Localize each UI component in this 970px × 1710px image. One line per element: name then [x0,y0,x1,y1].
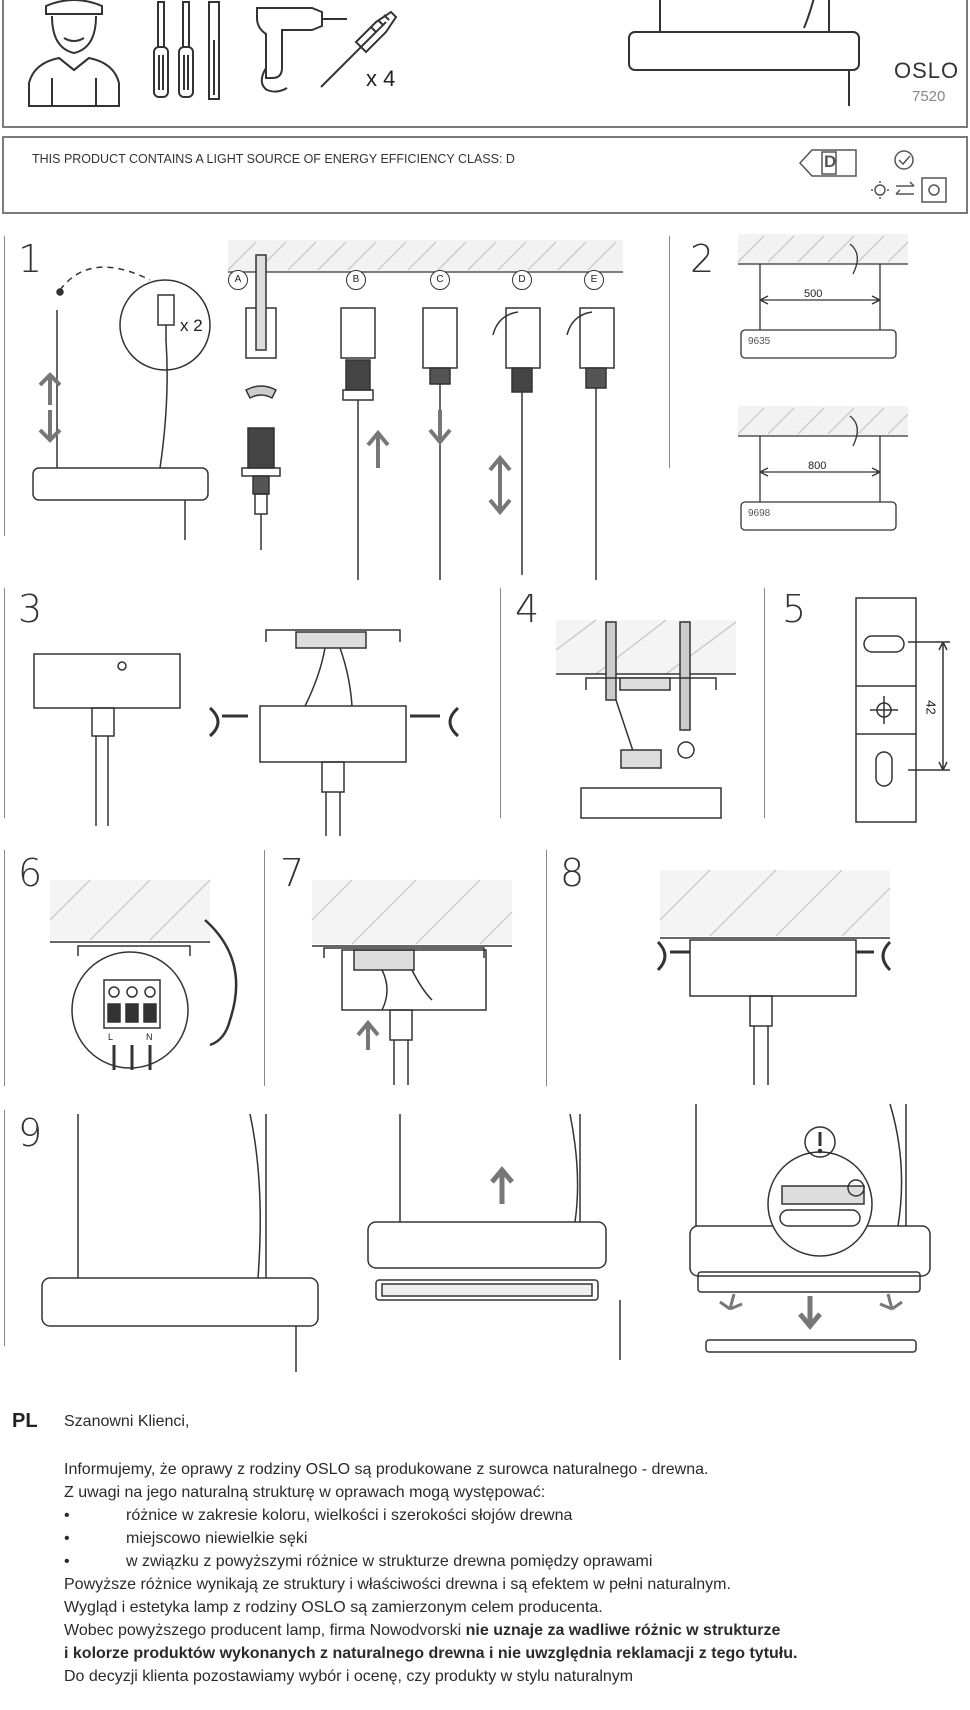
divider [546,850,547,1086]
product-code: 7520 [912,88,946,105]
step6-wiring-diagram [49,879,238,1070]
bullet-dot: • [64,1530,70,1547]
step6-terminal-n: N [146,1032,153,1042]
paragraph-5-normal: Wobec powyższego producent lamp, firma N… [64,1622,466,1639]
greeting: Szanowni Klienci, [64,1413,190,1430]
divider [4,588,5,818]
paragraph-6: i kolorze produktów wykonanych z natural… [64,1645,798,1662]
step-number-3: 3 [18,587,43,631]
step3-diagram [33,629,460,836]
step2-code-b: 9698 [748,508,771,519]
bullet-item: w związku z powyższymi różnice w struktu… [126,1553,653,1570]
energy-class-letter: D [824,152,837,171]
light-settings-icon [871,150,947,203]
paragraph-4: Wygląd i estetyka lamp z rodziny OSLO są… [64,1599,603,1616]
divider [764,588,765,818]
step2-code-a: 9635 [748,336,771,347]
paragraph-7: Do decyzji klienta pozostawiamy wybór i … [64,1668,634,1685]
header-frame: x 4 OSLO 7520 [2,0,968,128]
language-code: PL [12,1410,38,1432]
bullet-item: miejscowo niewielkie sęki [126,1530,308,1547]
paragraph-5: Wobec powyższego producent lamp, firma N… [64,1619,780,1642]
energy-notice: THIS PRODUCT CONTAINS A LIGHT SOURCE OF … [32,152,515,166]
screw-anchor-icon [320,10,398,88]
step-number-6: 6 [18,851,43,895]
paragraph-3: Powyższe różnice wynikają ze struktury i… [64,1576,731,1593]
divider [4,850,5,1086]
step1-variant-d: D [512,270,532,290]
step-number-4: 4 [515,587,540,631]
energy-frame: THIS PRODUCT CONTAINS A LIGHT SOURCE OF … [2,136,968,214]
bullet-dot: • [64,1553,70,1570]
step5-bracket-diagram [855,597,950,823]
bullet-dot: • [64,1507,70,1524]
bullet-item: różnice w zakresie koloru, wielkości i s… [126,1507,573,1524]
step9-diagram [41,1103,931,1372]
divider [264,850,265,1086]
step1-variant-e: E [584,270,604,290]
divider [500,588,501,818]
step-number-7: 7 [280,851,305,895]
drill-icon [256,7,347,93]
step6-terminal-l: L [108,1032,114,1042]
step2-dimension-b: 800 [808,460,827,472]
step-number-5: 5 [782,587,807,631]
step4-diagram [555,619,737,819]
step1-multiplier: x 2 [180,316,203,335]
step2-diagram [737,234,909,531]
screw-count: x 4 [366,66,396,91]
energy-label-icon [798,149,857,177]
step1-overview-diagram [32,266,211,540]
step7-diagram [311,879,513,1085]
step1-variant-a: A [228,270,248,290]
step-number-1: 1 [18,237,43,281]
step1-variant-c: C [430,270,450,290]
step1-ceiling [227,240,623,273]
divider [669,236,670,468]
divider [4,1110,5,1346]
paragraph-2: Z uwagi na jego naturalną strukturę w op… [64,1484,546,1501]
technician-icon [28,0,120,107]
paragraph-1: Informujemy, że oprawy z rodziny OSLO są… [64,1461,709,1478]
lamp-thumbnail-icon [628,0,860,106]
screwdrivers-icon [153,1,220,100]
step8-diagram [656,869,892,1085]
divider [4,236,5,536]
step1-variant-b: B [346,270,366,290]
step2-dimension-a: 500 [804,288,823,300]
step-number-8: 8 [560,851,585,895]
paragraph-5-bold: nie uznaje za wadliwe różnic w strukturz… [465,1622,781,1639]
step5-dimension: 42 [923,700,939,715]
step-number-9: 9 [18,1111,43,1155]
step-number-2: 2 [690,237,715,281]
product-name: OSLO [894,58,960,83]
step1-variants-diagram [241,254,615,580]
